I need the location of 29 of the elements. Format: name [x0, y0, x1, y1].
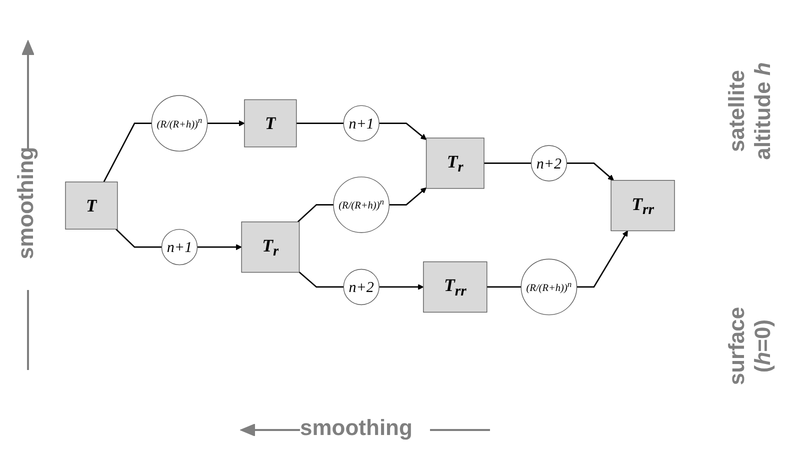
direction-label: smoothing: [300, 415, 412, 440]
node-circle: (R/(R+h))$^{n}$: [520, 258, 578, 316]
connector: [484, 162, 532, 164]
node-circle: n+1: [343, 105, 380, 142]
node-circle: n+1: [161, 228, 198, 266]
arrow: [389, 187, 427, 206]
connector: [298, 271, 344, 288]
arrow: [379, 122, 427, 140]
connector: [115, 228, 162, 248]
node-circle: (R/(R+h))$^{n}$: [151, 94, 208, 152]
arrow: [207, 120, 245, 126]
node-box: T$_{rr}$: [610, 180, 675, 231]
connector: [296, 122, 344, 124]
connector: [486, 286, 522, 288]
node-circle: (R/(R+h))$^{n}$: [333, 176, 390, 233]
arrow: [576, 230, 628, 288]
direction-label: smoothing: [13, 146, 38, 260]
node-box: T$_{r}$: [426, 138, 484, 189]
arrow: [566, 162, 614, 180]
node-box: T$_{rr}$: [423, 261, 488, 312]
node-box: T$_{r}$: [241, 221, 300, 272]
node-box: T: [244, 99, 297, 148]
node-circle: n+2: [530, 144, 568, 182]
arrow: [197, 244, 242, 250]
node-circle: n+2: [343, 268, 380, 305]
node-box: T: [65, 181, 118, 230]
connector: [103, 122, 152, 182]
arrow: [379, 284, 424, 290]
connector: [297, 204, 334, 222]
